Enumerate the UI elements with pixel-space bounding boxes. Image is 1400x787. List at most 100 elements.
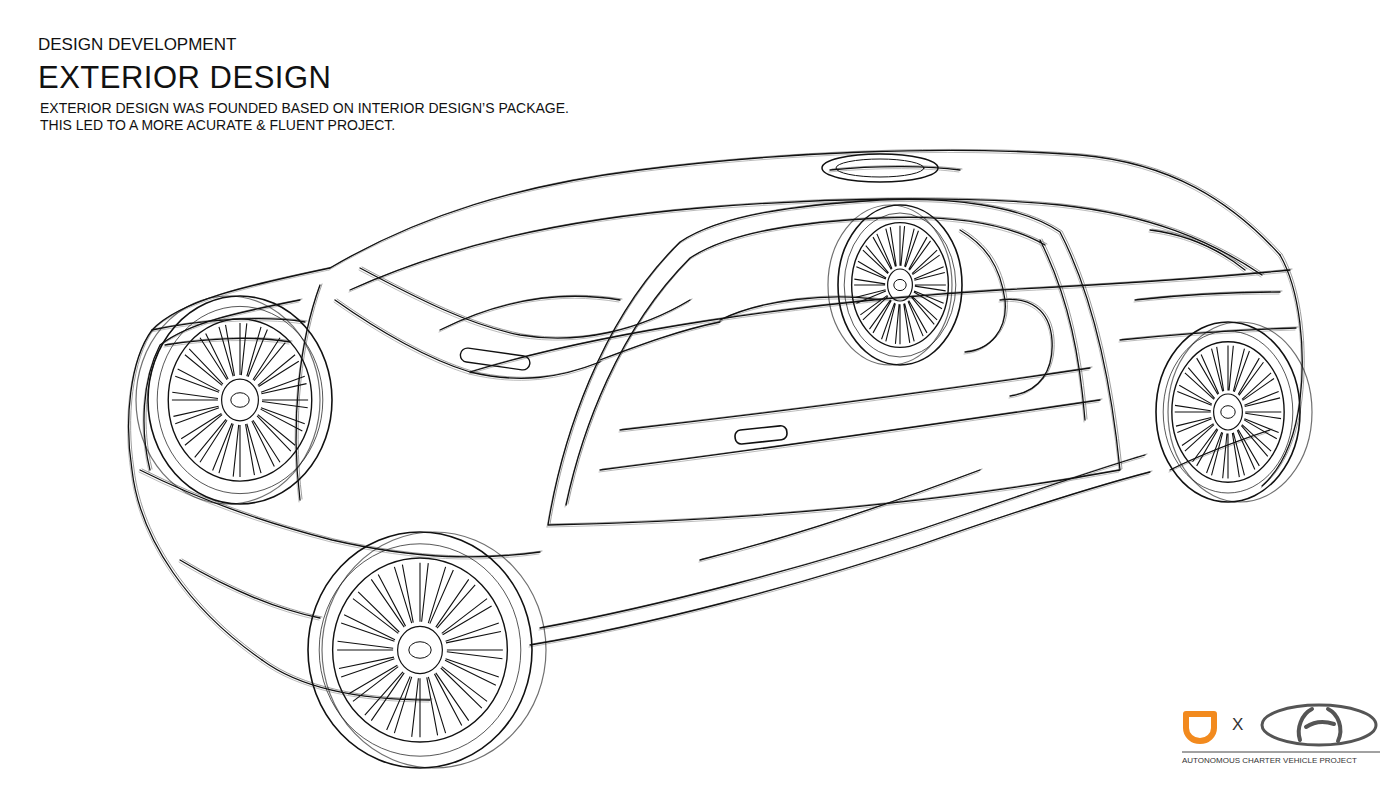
wheel-spoke xyxy=(441,667,487,708)
body-line xyxy=(602,321,722,359)
project-caption: AUTONOMOUS CHARTER VEHICLE PROJECT xyxy=(1182,756,1357,766)
wheel-spoke xyxy=(240,323,247,375)
body-line xyxy=(548,199,1120,525)
wheel-ring xyxy=(1172,342,1284,482)
wheel-spoke xyxy=(1223,434,1228,479)
description-note: EXTERIOR DESIGN WAS FOUNDED BASED ON INT… xyxy=(40,100,575,134)
body-line xyxy=(1150,230,1245,270)
wheel-ring xyxy=(1214,394,1243,430)
body-line xyxy=(622,367,1092,429)
body-line xyxy=(359,270,689,340)
wheel-spoke xyxy=(854,279,885,285)
page-title: EXTERIOR DESIGN xyxy=(38,60,331,96)
wheel-spoke xyxy=(173,406,219,424)
body-line xyxy=(330,150,1280,268)
car-body xyxy=(128,149,1305,702)
body-line xyxy=(602,399,1102,469)
wheel-ring xyxy=(828,205,952,365)
body-line xyxy=(699,472,979,562)
wheel-ring xyxy=(894,279,906,290)
wheel-spoke xyxy=(1238,358,1263,395)
wheel-spoke xyxy=(175,369,219,392)
wheel-spoke xyxy=(1237,429,1259,469)
wheel-spoke xyxy=(219,325,234,376)
body-line xyxy=(619,370,1089,432)
body-line xyxy=(565,219,1044,507)
wheel-spoke xyxy=(428,567,453,624)
wheel-spoke xyxy=(1228,345,1233,390)
wheel-ring xyxy=(322,532,546,768)
body-line xyxy=(720,297,880,320)
wheel-spoke xyxy=(1212,347,1224,392)
body-line xyxy=(529,474,1149,647)
body-line xyxy=(532,471,1152,644)
wheel-spoke xyxy=(860,295,888,319)
wheel-spoke xyxy=(337,641,393,650)
wheel-ring xyxy=(1221,406,1235,419)
wheel-spoke xyxy=(233,425,240,477)
body-line xyxy=(1039,242,1084,422)
wheel-spoke xyxy=(257,415,295,452)
wheel xyxy=(828,205,962,365)
rule-line xyxy=(1182,752,1380,753)
body-line xyxy=(829,169,959,172)
wheel-spoke xyxy=(1207,432,1223,475)
wheel-spoke xyxy=(353,592,399,633)
wheel-spoke xyxy=(436,579,475,628)
wheel-spoke xyxy=(348,665,398,701)
wheel-ring xyxy=(844,213,956,357)
wheel-spoke xyxy=(262,400,308,408)
wheel-spoke xyxy=(1241,425,1271,457)
body-line xyxy=(470,270,1290,372)
body-line xyxy=(442,295,622,329)
body-line xyxy=(1122,327,1298,339)
wheel-spoke xyxy=(447,650,503,659)
wheel-spoke xyxy=(1177,385,1212,405)
wheel-spoke xyxy=(181,413,222,445)
wheel-ring xyxy=(1168,322,1312,502)
roof-hatch xyxy=(822,154,938,182)
body-line xyxy=(1137,291,1282,299)
wheel-spoke xyxy=(869,300,891,333)
contour-layer xyxy=(131,149,1305,699)
body-line xyxy=(568,216,1047,504)
wheel-spoke xyxy=(445,659,499,685)
wheel-spoke xyxy=(195,419,227,462)
wheel-spoke xyxy=(261,376,307,394)
wheel-ring xyxy=(398,626,443,673)
body-line xyxy=(180,560,320,618)
body-line xyxy=(440,296,620,330)
body-line xyxy=(1134,294,1279,302)
light-strip xyxy=(460,347,531,371)
body-line xyxy=(547,201,1119,527)
body-line xyxy=(550,198,1122,524)
wheel-spoke xyxy=(185,349,223,386)
wheel-ring xyxy=(409,642,431,659)
label-box: EXTERIOR DESIGN WAS FOUNDED BASED ON INT… xyxy=(40,100,575,134)
wheel-spoke xyxy=(1176,417,1212,432)
wheel-ring xyxy=(838,205,962,365)
body-line xyxy=(530,472,1150,645)
wheel-spoke xyxy=(900,226,905,266)
wheel-spoke xyxy=(911,296,937,324)
wheel-spoke xyxy=(442,599,492,635)
wheel-spoke xyxy=(1232,433,1244,478)
body-line xyxy=(179,562,319,620)
wheel-spoke xyxy=(246,424,261,475)
wheel-spoke xyxy=(200,334,228,380)
wheel xyxy=(1156,322,1312,502)
wheel-spoke xyxy=(394,565,413,623)
wheel-spoke xyxy=(1245,412,1281,419)
collab-mark: X xyxy=(1232,715,1243,734)
wheel-spoke xyxy=(1244,419,1279,439)
wheel-spoke xyxy=(412,678,420,737)
wheel-spoke xyxy=(420,563,428,622)
wheel-spoke xyxy=(855,290,886,303)
wheel-spoke xyxy=(1244,391,1280,406)
body-line xyxy=(702,469,982,559)
body-line xyxy=(999,301,1051,398)
body-line xyxy=(335,300,600,378)
wheel-spoke xyxy=(873,234,892,270)
wheel-ring xyxy=(852,223,949,348)
body-line xyxy=(151,321,304,332)
